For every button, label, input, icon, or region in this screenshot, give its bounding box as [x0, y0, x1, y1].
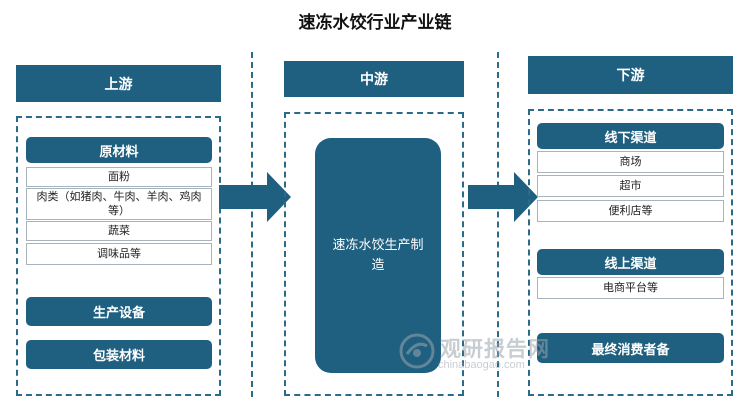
page-title: 速冻水饺行业产业链	[298, 13, 452, 33]
upstream-header: 上游	[16, 65, 221, 102]
downstream-item-supermarket: 超市	[537, 175, 724, 197]
upstream-item-meat: 肉类（如猪肉、牛肉、羊肉、鸡肉等）	[26, 188, 212, 220]
downstream-item-convenience: 便利店等	[537, 200, 724, 222]
upstream-group-equipment: 生产设备	[26, 297, 212, 326]
upstream-item-vegetables: 蔬菜	[26, 221, 212, 241]
downstream-box	[528, 109, 733, 396]
separator-left	[251, 52, 253, 397]
flow-arrow-right	[468, 172, 538, 222]
upstream-group-raw-materials: 原材料	[26, 137, 212, 163]
downstream-item-mall: 商场	[537, 151, 724, 173]
upstream-item-seasoning: 调味品等	[26, 243, 212, 265]
upstream-group-packaging: 包装材料	[26, 340, 212, 369]
watermark: 观研报告网 chinabaogao.com	[398, 330, 560, 374]
flow-arrow-left	[219, 172, 291, 222]
upstream-box	[16, 116, 221, 396]
midstream-header: 中游	[284, 61, 464, 97]
downstream-group-offline: 线下渠道	[537, 123, 724, 149]
upstream-item-flour: 面粉	[26, 167, 212, 187]
watermark-text: 观研报告网	[440, 337, 550, 361]
downstream-group-consumers: 最终消费者备	[537, 333, 724, 363]
watermark-url: chinabaogao.com	[438, 359, 525, 371]
midstream-box	[284, 112, 464, 396]
watermark-logo-icon	[399, 333, 435, 369]
downstream-header: 下游	[528, 56, 733, 94]
downstream-group-online: 线上渠道	[537, 249, 724, 275]
downstream-item-ecommerce: 电商平台等	[537, 277, 724, 299]
separator-right	[497, 52, 499, 397]
